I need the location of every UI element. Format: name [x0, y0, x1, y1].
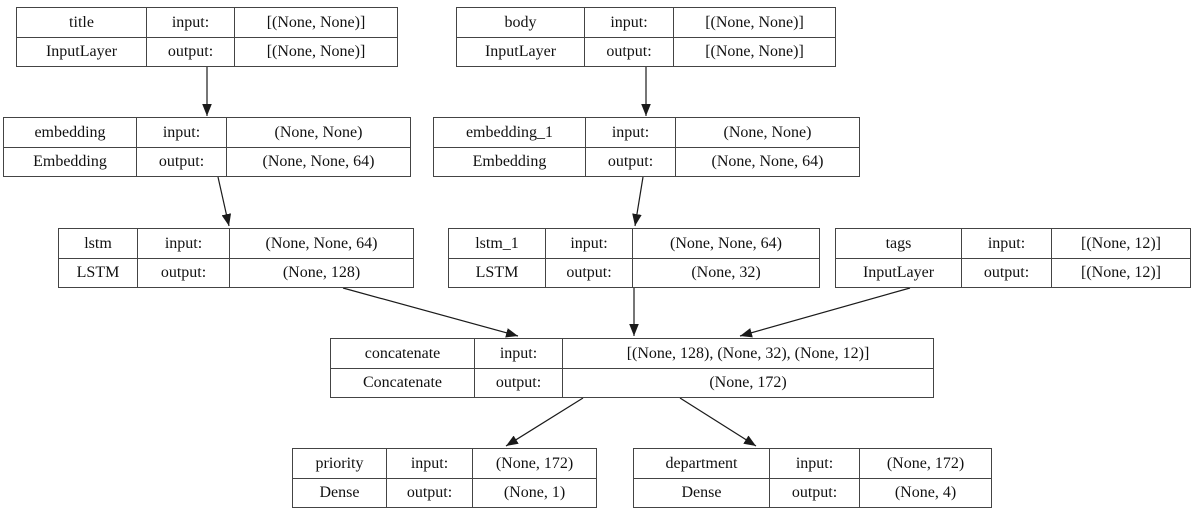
edge-tags-to-concatenate [739, 287, 911, 338]
input-label: input: [137, 229, 229, 258]
input-label: input: [136, 118, 226, 147]
input-shape: (None, 172) [859, 449, 991, 478]
input-label: input: [146, 8, 234, 37]
output-label: output: [136, 147, 226, 176]
output-shape: (None, None, 64) [675, 147, 859, 176]
input-label: input: [769, 449, 859, 478]
output-label: output: [585, 147, 675, 176]
input-shape: [(None, 128), (None, 32), (None, 12)] [562, 339, 933, 368]
output-label: output: [474, 368, 562, 397]
node-tags-inputlayer: tags input: [(None, 12)] InputLayer outp… [835, 228, 1191, 288]
node-embedding: embedding input: (None, None) Embedding … [3, 117, 411, 177]
layer-type: Concatenate [331, 368, 474, 397]
output-label: output: [769, 478, 859, 507]
edge-lstm-to-concatenate [342, 287, 519, 338]
node-department-dense: department input: (None, 172) Dense outp… [633, 448, 992, 508]
input-label: input: [585, 118, 675, 147]
node-title-inputlayer: title input: [(None, None)] InputLayer o… [16, 7, 398, 67]
output-shape: (None, 128) [229, 258, 413, 287]
node-body-inputlayer: body input: [(None, None)] InputLayer ou… [456, 7, 836, 67]
input-shape: (None, None) [226, 118, 410, 147]
output-shape: (None, 172) [562, 368, 933, 397]
layer-type: InputLayer [17, 37, 146, 66]
layer-name: body [504, 13, 537, 31]
output-shape: [(None, 12)] [1051, 258, 1190, 287]
output-label: output: [386, 478, 472, 507]
layer-type: Embedding [434, 147, 585, 176]
output-shape: (None, 1) [472, 478, 596, 507]
input-label: input: [474, 339, 562, 368]
input-shape: (None, None) [675, 118, 859, 147]
layer-name: department [665, 454, 738, 472]
input-label: input: [386, 449, 472, 478]
input-shape: [(None, None)] [234, 8, 397, 37]
node-priority-dense: priority input: (None, 172) Dense output… [292, 448, 597, 508]
output-shape: [(None, None)] [234, 37, 397, 66]
edge-embedding-to-lstm [217, 176, 232, 227]
layer-type: Dense [293, 478, 386, 507]
node-embedding-1: embedding_1 input: (None, None) Embeddin… [433, 117, 860, 177]
input-label: input: [584, 8, 673, 37]
node-lstm: lstm input: (None, None, 64) LSTM output… [58, 228, 414, 288]
node-lstm-1: lstm_1 input: (None, None, 64) LSTM outp… [448, 228, 820, 288]
input-label: input: [545, 229, 632, 258]
layer-name: lstm [84, 234, 112, 252]
output-label: output: [545, 258, 632, 287]
output-label: output: [584, 37, 673, 66]
output-shape: (None, 32) [632, 258, 819, 287]
edge-concatenate-to-department [679, 397, 757, 447]
output-label: output: [961, 258, 1051, 287]
input-shape: (None, None, 64) [229, 229, 413, 258]
layer-type: Embedding [4, 147, 136, 176]
layer-name: title [69, 13, 94, 31]
edge-embedding_1-to-lstm_1 [632, 176, 644, 227]
input-label: input: [961, 229, 1051, 258]
layer-type: InputLayer [457, 37, 584, 66]
layer-type: InputLayer [836, 258, 961, 287]
layer-name: embedding_1 [465, 123, 554, 141]
layer-type: LSTM [59, 258, 137, 287]
layer-name: embedding [34, 123, 106, 141]
output-shape: (None, None, 64) [226, 147, 410, 176]
output-label: output: [137, 258, 229, 287]
input-shape: [(None, 12)] [1051, 229, 1190, 258]
layer-type: LSTM [449, 258, 545, 287]
output-shape: [(None, None)] [673, 37, 835, 66]
input-shape: (None, None, 64) [632, 229, 819, 258]
node-concatenate: concatenate input: [(None, 128), (None, … [330, 338, 934, 398]
edge-concatenate-to-priority [505, 397, 584, 447]
layer-name: concatenate [364, 344, 441, 362]
input-shape: (None, 172) [472, 449, 596, 478]
layer-name: lstm_1 [475, 234, 519, 252]
layer-name: priority [315, 454, 364, 472]
layer-name: tags [885, 234, 912, 252]
output-shape: (None, 4) [859, 478, 991, 507]
input-shape: [(None, None)] [673, 8, 835, 37]
output-label: output: [146, 37, 234, 66]
layer-type: Dense [634, 478, 769, 507]
